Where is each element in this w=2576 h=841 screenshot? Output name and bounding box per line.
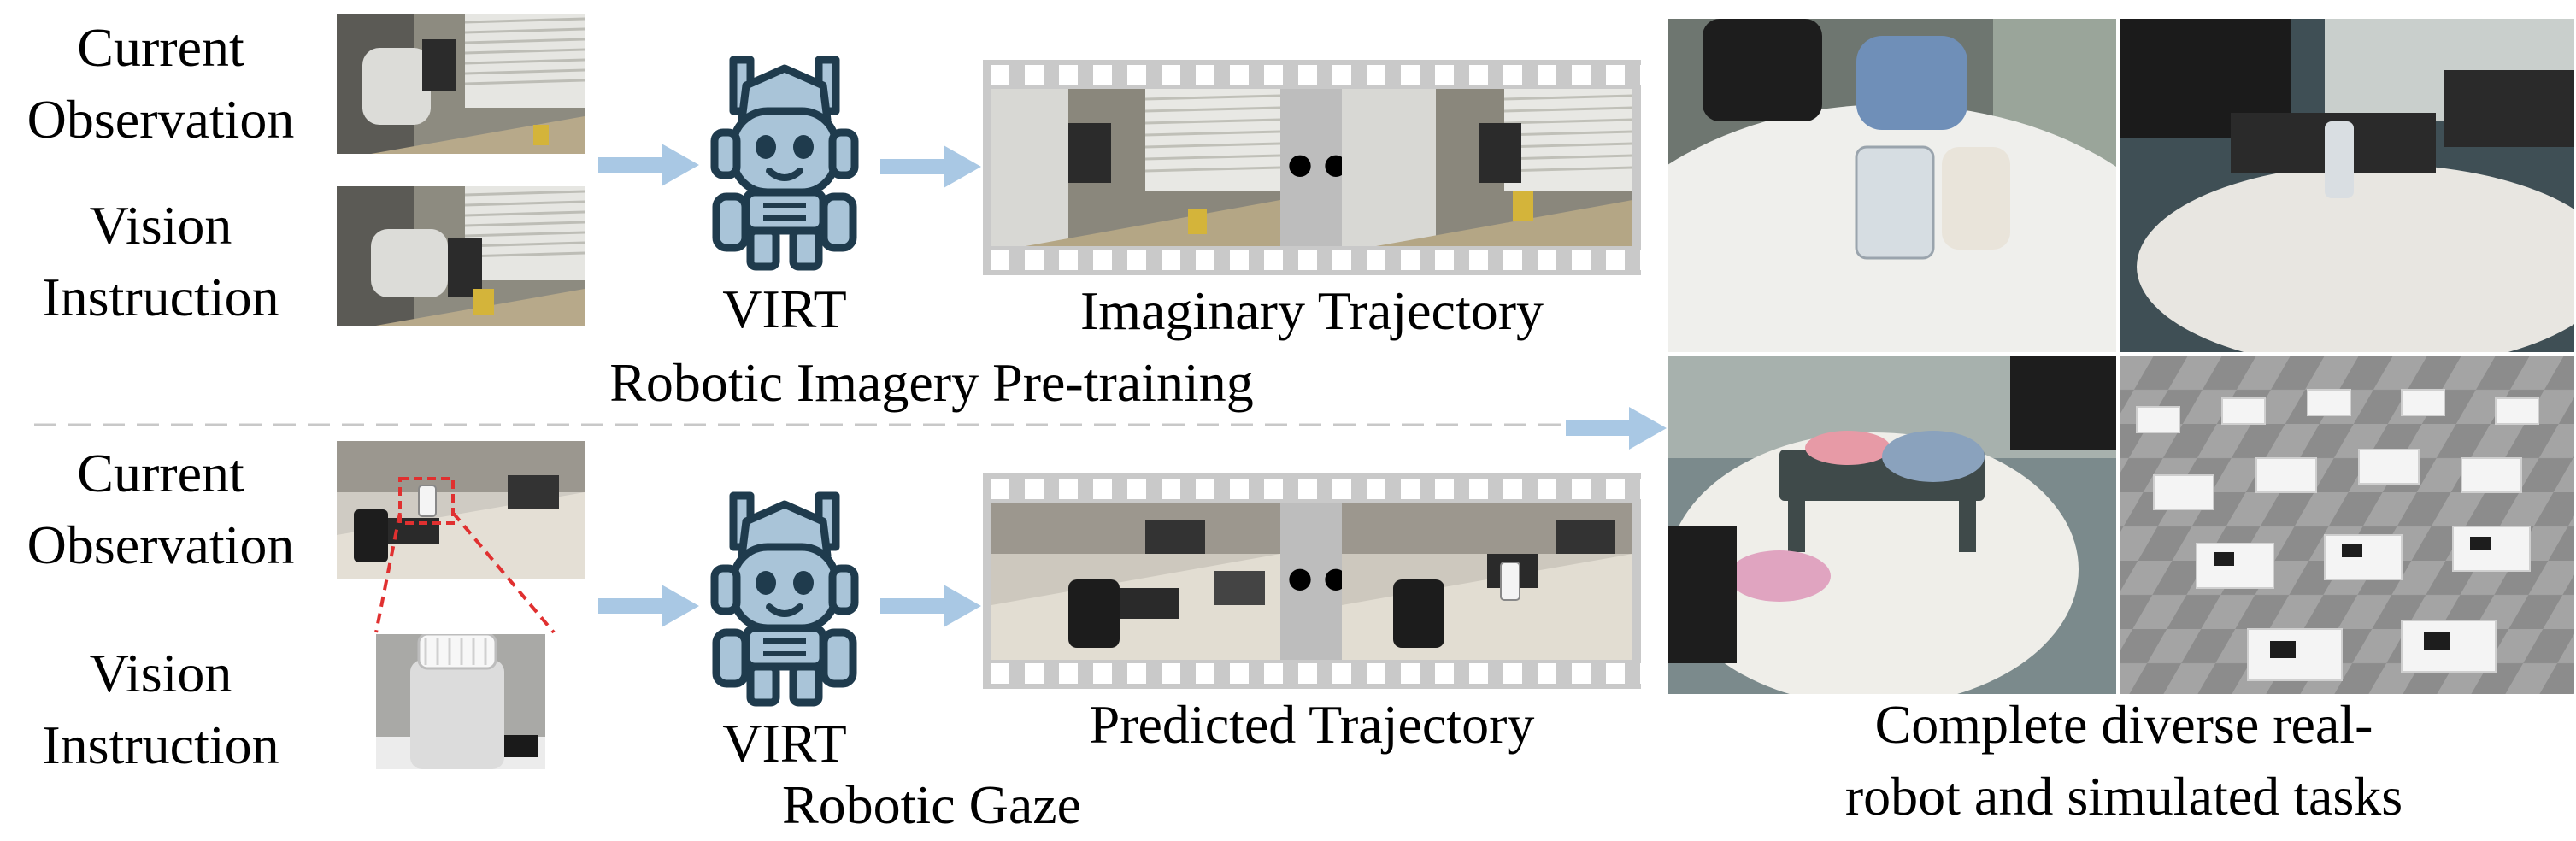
trajectory-frame-first-bottom <box>991 503 1280 660</box>
task-image-pour-water <box>1668 19 2116 352</box>
predicted-trajectory-label: Predicted Trajectory <box>1089 694 1535 755</box>
robotic-gaze-title: Robotic Gaze <box>781 774 1082 835</box>
virt-label-top: VIRT <box>722 279 847 339</box>
trajectory-frame-first-top <box>991 89 1280 246</box>
current-observation-label-bottom: Current Observation <box>26 443 295 575</box>
virt-robot-icon-bottom <box>699 487 870 709</box>
task-image-place-plates <box>1668 356 2116 694</box>
arrow-to-trajectory-top <box>880 145 981 188</box>
zoom-connector-lines <box>374 513 556 634</box>
vision-instruction-zoom-image <box>376 634 545 769</box>
trajectory-frame-last-bottom <box>1342 503 1632 660</box>
robotic-imagery-pretraining-title: Robotic Imagery Pre-training <box>609 352 1254 413</box>
task-image-pick-bottle <box>2120 19 2574 352</box>
vision-instruction-label-top: Vision Instruction <box>42 195 279 327</box>
imaginary-trajectory-filmstrip: ••• <box>983 60 1641 275</box>
arrow-to-tasks <box>1566 407 1667 450</box>
arrow-to-virt-top <box>598 144 699 186</box>
ellipsis-bottom: ••• <box>1280 545 1391 617</box>
current-observation-image-bottom <box>337 441 585 579</box>
arrow-to-virt-bottom <box>598 585 699 627</box>
imaginary-trajectory-label: Imaginary Trajectory <box>1079 280 1544 341</box>
arrow-to-trajectory-bottom <box>880 585 981 627</box>
tasks-caption: Complete diverse real- robot and simulat… <box>1844 694 2403 826</box>
vision-instruction-label-bottom: Vision Instruction <box>42 643 279 775</box>
ellipsis-top: ••• <box>1280 132 1391 203</box>
section-divider <box>34 423 1573 426</box>
virt-robot-icon-top <box>699 51 870 273</box>
virt-label-bottom: VIRT <box>722 713 847 773</box>
predicted-trajectory-filmstrip: ••• <box>983 473 1641 689</box>
vision-instruction-image-top <box>337 186 585 326</box>
current-observation-image-top <box>337 14 585 154</box>
current-observation-label-top: Current Observation <box>26 17 295 150</box>
trajectory-frame-last-top <box>1342 89 1632 246</box>
task-image-simulated-grid <box>2120 356 2574 694</box>
